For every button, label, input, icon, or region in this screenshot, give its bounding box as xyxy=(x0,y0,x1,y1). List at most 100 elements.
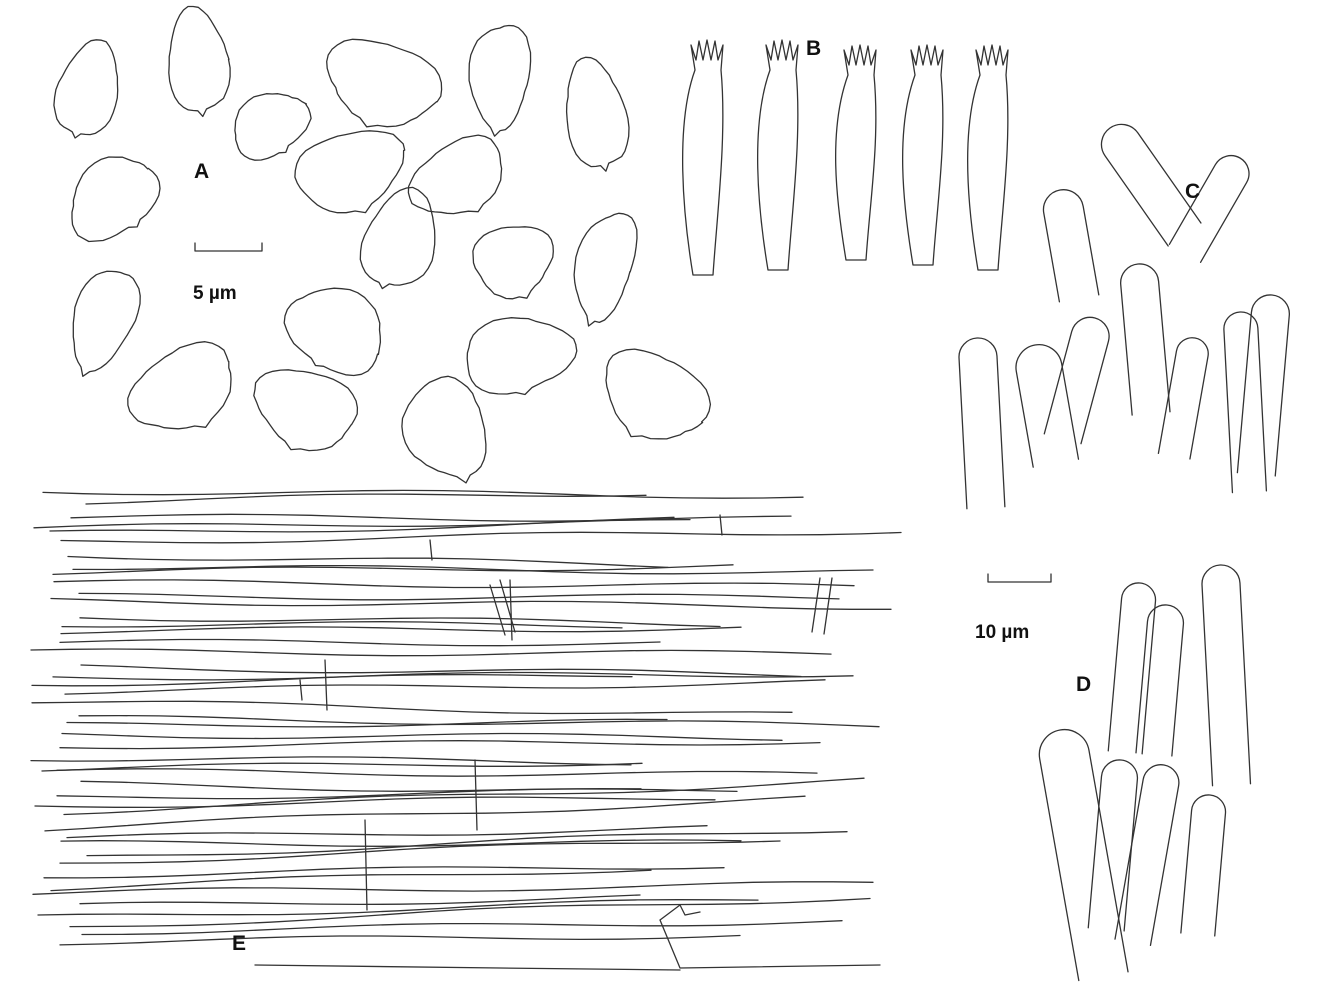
hypha xyxy=(67,555,669,569)
basidium xyxy=(757,39,799,271)
hypha xyxy=(53,579,855,589)
hypha xyxy=(72,564,874,575)
hypha-septum xyxy=(509,579,513,641)
hypha-septum xyxy=(324,659,328,711)
hypha-branch xyxy=(811,577,833,635)
hypha xyxy=(79,617,721,628)
basidium xyxy=(682,39,724,276)
hypha xyxy=(79,894,641,906)
cystidium xyxy=(958,337,1006,510)
panel-d-cystidia xyxy=(1038,564,1252,982)
basidiospore xyxy=(283,287,382,377)
panel-label-e: E xyxy=(232,932,247,955)
hypha xyxy=(49,518,691,533)
hypha xyxy=(64,679,826,695)
hypha-septum xyxy=(364,819,368,911)
hypha xyxy=(44,795,806,832)
hypha-septum xyxy=(474,759,478,831)
hypha xyxy=(33,516,675,529)
scale-label-10um: 10 µm xyxy=(975,622,1030,643)
panel-a-basidiospores xyxy=(53,5,712,484)
scale-bar-10um xyxy=(987,573,1052,583)
basidiospore xyxy=(565,56,630,172)
basidium xyxy=(967,44,1009,271)
hypha xyxy=(60,531,902,544)
hypha xyxy=(56,788,738,800)
hypha-branch xyxy=(489,579,516,636)
basidiospore xyxy=(359,186,436,290)
cystidium xyxy=(1223,311,1268,494)
hypha-septum xyxy=(719,514,723,536)
hypha xyxy=(41,762,643,772)
cystidium xyxy=(1135,604,1185,757)
basidiospore xyxy=(234,93,312,161)
cystidium xyxy=(1100,123,1202,247)
hypha xyxy=(70,513,792,522)
hypha xyxy=(80,664,802,678)
basidiospore xyxy=(72,270,141,377)
hypha xyxy=(78,714,880,728)
hypha xyxy=(66,825,708,839)
cystidium xyxy=(1042,189,1100,303)
panel-e-hyphae xyxy=(30,489,902,971)
basidiospore xyxy=(407,134,503,215)
cystidium xyxy=(1180,794,1227,937)
cystidium xyxy=(1038,729,1129,982)
basidiospore xyxy=(472,226,554,300)
scale-label-5um: 5 µm xyxy=(193,283,237,304)
basidiospore xyxy=(294,130,406,214)
cystidium xyxy=(1201,564,1252,787)
hypha xyxy=(30,648,832,657)
basidiospore xyxy=(168,5,231,118)
scale-bar-5um xyxy=(194,242,263,252)
hypha xyxy=(42,489,804,499)
hypha xyxy=(30,756,632,766)
hypha xyxy=(69,897,871,928)
hypha-septum xyxy=(299,679,303,701)
hypha xyxy=(78,592,840,601)
cystidium xyxy=(1114,764,1180,947)
basidiospore xyxy=(401,375,487,484)
cystidium xyxy=(1087,759,1139,932)
hypha xyxy=(31,700,793,715)
panel-label-c: C xyxy=(1185,180,1201,203)
basidiospore xyxy=(468,24,532,137)
basidium xyxy=(902,44,944,266)
basidiospore xyxy=(53,39,119,139)
basidiospore xyxy=(253,369,359,452)
panel-label-d: D xyxy=(1076,673,1092,696)
hypha xyxy=(50,869,652,892)
hypha xyxy=(85,493,647,505)
hypha xyxy=(31,673,633,687)
basidiospore xyxy=(326,38,443,128)
hypha-tip xyxy=(659,904,881,969)
hypha xyxy=(86,831,848,857)
cystidium xyxy=(1120,263,1171,416)
basidiospore xyxy=(573,212,638,327)
hypha xyxy=(59,840,781,864)
hypha xyxy=(81,920,843,936)
hypha xyxy=(66,718,668,728)
hypha xyxy=(37,899,759,916)
basidiospore xyxy=(127,341,232,430)
hypha xyxy=(34,796,716,809)
hypha xyxy=(50,597,892,610)
hypha-septum xyxy=(429,539,433,561)
basidiospore xyxy=(466,317,578,396)
panel-c-cystidia xyxy=(958,123,1290,510)
hypha xyxy=(52,671,854,681)
hypha xyxy=(56,768,818,777)
hypha xyxy=(59,638,661,647)
panel-b-basidia xyxy=(682,39,1009,276)
basidiospore xyxy=(605,348,712,440)
hypha xyxy=(52,564,734,576)
panel-label-b: B xyxy=(806,37,822,60)
hypha xyxy=(61,732,783,741)
hypha xyxy=(59,740,821,750)
cystidium xyxy=(1043,316,1110,445)
hypha xyxy=(43,866,725,879)
cystidium xyxy=(1015,344,1080,468)
cystidium xyxy=(1107,582,1157,755)
